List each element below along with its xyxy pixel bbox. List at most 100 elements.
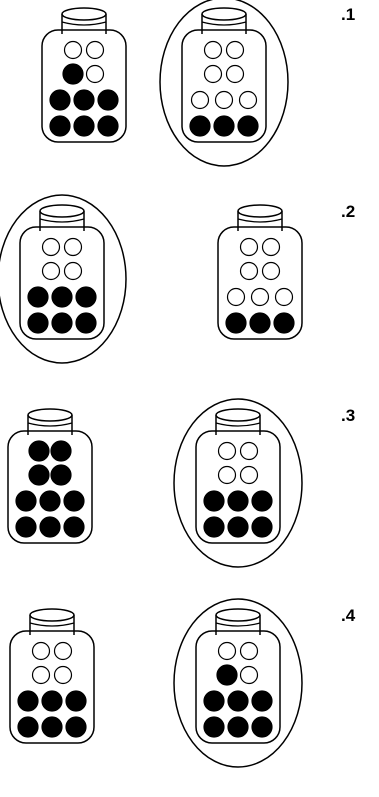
filled-marble — [52, 287, 72, 307]
filled-marble — [204, 517, 224, 537]
filled-marble — [74, 90, 94, 110]
empty-marble — [87, 42, 104, 59]
empty-marble — [43, 239, 60, 256]
jar — [8, 409, 92, 543]
filled-marble — [51, 465, 71, 485]
filled-marble — [252, 491, 272, 511]
filled-marble — [228, 691, 248, 711]
empty-marble — [216, 92, 233, 109]
circled-jar — [174, 399, 302, 567]
empty-marble — [55, 667, 72, 684]
empty-marble — [252, 289, 269, 306]
circled-jar — [0, 195, 126, 363]
empty-marble — [219, 467, 236, 484]
empty-marble — [241, 667, 258, 684]
filled-marble — [238, 116, 258, 136]
empty-marble — [192, 92, 209, 109]
filled-marble — [76, 287, 96, 307]
empty-marble — [33, 667, 50, 684]
filled-marble — [42, 717, 62, 737]
question-1: .1 — [42, 0, 355, 166]
filled-marble — [98, 116, 118, 136]
filled-marble — [18, 717, 38, 737]
filled-marble — [66, 691, 86, 711]
filled-marble — [52, 313, 72, 333]
filled-marble — [29, 441, 49, 461]
empty-marble — [65, 239, 82, 256]
filled-marble — [40, 517, 60, 537]
jar — [218, 205, 302, 339]
filled-marble — [204, 691, 224, 711]
empty-marble — [205, 66, 222, 83]
filled-marble — [40, 491, 60, 511]
filled-marble — [64, 491, 84, 511]
empty-marble — [241, 643, 258, 660]
question-4: .4 — [10, 599, 356, 767]
filled-marble — [214, 116, 234, 136]
empty-marble — [263, 239, 280, 256]
answer-circle — [174, 599, 302, 767]
empty-marble — [240, 92, 257, 109]
filled-marble — [51, 441, 71, 461]
empty-marble — [241, 239, 258, 256]
filled-marble — [252, 691, 272, 711]
filled-marble — [226, 313, 246, 333]
empty-marble — [43, 263, 60, 280]
empty-marble — [219, 443, 236, 460]
filled-marble — [29, 465, 49, 485]
filled-marble — [74, 116, 94, 136]
filled-marble — [204, 491, 224, 511]
jar — [10, 609, 94, 743]
filled-marble — [76, 313, 96, 333]
filled-marble — [28, 313, 48, 333]
filled-marble — [63, 64, 83, 84]
empty-marble — [263, 263, 280, 280]
filled-marble — [18, 691, 38, 711]
filled-marble — [252, 517, 272, 537]
empty-marble — [227, 42, 244, 59]
filled-marble — [42, 691, 62, 711]
empty-marble — [65, 263, 82, 280]
empty-marble — [65, 42, 82, 59]
question-number: .1 — [341, 5, 355, 24]
empty-marble — [227, 66, 244, 83]
empty-marble — [205, 42, 222, 59]
filled-marble — [228, 717, 248, 737]
filled-marble — [50, 90, 70, 110]
jar — [42, 8, 126, 142]
filled-marble — [16, 517, 36, 537]
filled-marble — [16, 491, 36, 511]
filled-marble — [98, 90, 118, 110]
filled-marble — [64, 517, 84, 537]
filled-marble — [66, 717, 86, 737]
question-2: .2 — [0, 195, 355, 363]
filled-marble — [50, 116, 70, 136]
filled-marble — [250, 313, 270, 333]
empty-marble — [33, 643, 50, 660]
empty-marble — [87, 66, 104, 83]
filled-marble — [204, 717, 224, 737]
filled-marble — [28, 287, 48, 307]
question-number: .4 — [341, 606, 356, 625]
empty-marble — [241, 467, 258, 484]
empty-marble — [219, 643, 236, 660]
empty-marble — [241, 263, 258, 280]
answer-circle — [0, 195, 126, 363]
empty-marble — [241, 443, 258, 460]
filled-marble — [252, 717, 272, 737]
question-3: .3 — [8, 399, 355, 567]
filled-marble — [228, 491, 248, 511]
circled-jar — [174, 599, 302, 767]
empty-marble — [276, 289, 293, 306]
filled-marble — [228, 517, 248, 537]
filled-marble — [190, 116, 210, 136]
question-number: .3 — [341, 406, 355, 425]
question-number: .2 — [341, 202, 355, 221]
filled-marble — [217, 665, 237, 685]
empty-marble — [228, 289, 245, 306]
circled-jar — [160, 0, 288, 166]
empty-marble — [55, 643, 72, 660]
answer-circle — [174, 399, 302, 567]
filled-marble — [274, 313, 294, 333]
